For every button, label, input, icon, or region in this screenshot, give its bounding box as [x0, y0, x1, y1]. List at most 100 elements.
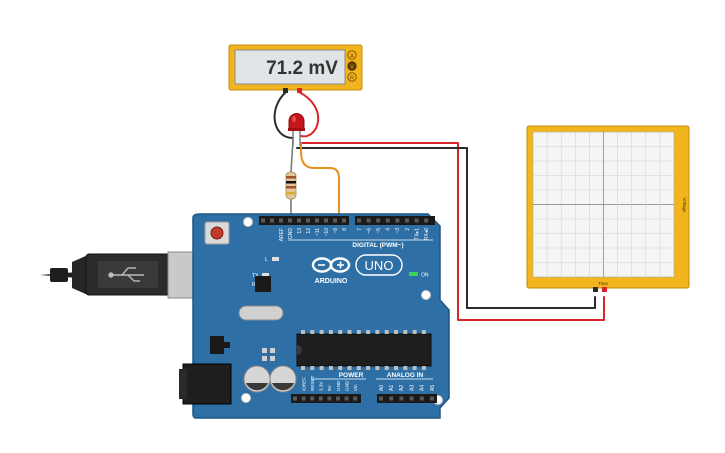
dc-power-jack[interactable] [179, 363, 232, 405]
power-pin-label: RESET [310, 375, 315, 391]
digital-pin-hole[interactable] [342, 218, 346, 223]
digital-pin-hole[interactable] [357, 218, 361, 223]
uno-model-text: UNO [365, 258, 394, 273]
wire-meter-red[interactable] [298, 91, 319, 138]
power-header-label: POWER [339, 372, 364, 379]
digital-pin-hole[interactable] [333, 218, 337, 223]
wire-meter-black[interactable] [273, 91, 294, 139]
power-pin-hole[interactable] [327, 396, 332, 401]
oscilloscope[interactable]: Time Voltage [526, 125, 690, 292]
usb-icon [108, 267, 144, 282]
oscilloscope-grid [533, 132, 674, 277]
power-pin-hole[interactable] [353, 396, 358, 401]
analog-pin-label: A5 [430, 385, 436, 391]
digital-pin-label: RX◂0 [424, 228, 430, 240]
digital-pin-hole[interactable] [376, 218, 381, 223]
usb-cable[interactable] [40, 251, 209, 299]
mode-r-button[interactable] [347, 72, 357, 82]
analog-pin-header[interactable] [377, 394, 437, 403]
digital-pin-hole[interactable] [414, 218, 419, 223]
digital-pin-hole[interactable] [288, 218, 292, 223]
analog-header-label: ANALOG IN [387, 372, 424, 379]
digital-pin-hole[interactable] [395, 218, 400, 223]
analog-pin-hole[interactable] [430, 396, 434, 401]
digital-pin-hole[interactable] [279, 218, 283, 223]
digital-pin-label: TX▸1 [414, 228, 420, 240]
digital-pin-label: 13 [297, 228, 303, 234]
analog-pin-label: A1 [389, 385, 395, 391]
digital-pin-label: ~11 [315, 228, 321, 236]
mode-v-button[interactable] [347, 61, 357, 71]
power-pin-hole[interactable] [293, 396, 297, 401]
digital-pin-label: ~6 [366, 228, 372, 234]
scope-positive-terminal[interactable] [602, 287, 607, 292]
multimeter[interactable]: 71.2 mV A V R [228, 44, 363, 93]
digital-pin-label: GND [288, 228, 294, 240]
digital-pin-label: 4 [386, 228, 392, 231]
digital-pin-hole[interactable] [324, 218, 328, 223]
power-pin-label: GND [344, 380, 349, 391]
analog-pin-label: A4 [420, 385, 426, 391]
power-pin-hole[interactable] [301, 396, 306, 401]
digital-pin-label: ~9 [333, 228, 339, 234]
power-pin-hole[interactable] [344, 396, 349, 401]
multimeter-v-jack[interactable] [297, 88, 302, 93]
power-pin-header[interactable] [291, 394, 361, 403]
scope-x-label: Time [598, 281, 608, 286]
analog-pin-hole[interactable] [389, 396, 394, 401]
analog-pin-hole[interactable] [379, 396, 383, 401]
power-pin-hole[interactable] [336, 396, 340, 401]
power-pin-label: 3.3V [319, 381, 324, 391]
digital-pin-hole[interactable] [405, 218, 409, 223]
digital-pin-label: ~3 [395, 228, 401, 234]
digital-pin-hole[interactable] [297, 218, 301, 223]
scope-negative-terminal[interactable] [593, 287, 598, 292]
arduino-logo: ARDUINO [311, 257, 351, 285]
wire-led-to-scope-red[interactable] [300, 142, 605, 321]
digital-pin-hole[interactable] [385, 218, 390, 223]
analog-pin-label: A2 [399, 385, 405, 391]
wire-led-to-scope-black[interactable] [296, 147, 596, 309]
led-on-label: ON [421, 273, 429, 279]
capacitors [243, 365, 297, 393]
mode-r-label: R [350, 75, 354, 81]
digital-pin-header[interactable] [259, 216, 435, 225]
red-led[interactable] [288, 113, 305, 146]
digital-pin-label: 8 [342, 228, 348, 231]
digital-pin-label: 12 [306, 228, 312, 234]
led-l-label: L [265, 257, 268, 263]
wire-led-to-pin9[interactable] [300, 142, 340, 222]
usb-chip [255, 276, 271, 292]
mode-a-button[interactable] [347, 50, 357, 60]
digital-pin-hole[interactable] [270, 218, 274, 223]
digital-pin-hole[interactable] [261, 218, 265, 223]
crystal-oscillator [238, 305, 284, 321]
power-pin-label: 5V [327, 384, 332, 391]
digital-pin-hole[interactable] [424, 218, 429, 223]
analog-pin-hole[interactable] [399, 396, 404, 401]
analog-pin-labels: A0 A1 A2 A3 A4 A5 [379, 385, 436, 391]
power-pin-label: GND [336, 380, 341, 391]
multimeter-mode-buttons[interactable]: A V R [347, 50, 357, 82]
resistor[interactable] [285, 171, 297, 200]
digital-pin-hole[interactable] [366, 218, 371, 223]
analog-pin-label: A3 [409, 385, 415, 391]
multimeter-display [234, 49, 346, 85]
analog-pin-label: A0 [379, 385, 385, 391]
power-pin-hole[interactable] [310, 396, 315, 401]
digital-pin-hole[interactable] [306, 218, 310, 223]
power-on-led [409, 272, 418, 276]
digital-pin-hole[interactable] [315, 218, 319, 223]
digital-pin-label: ~5 [376, 228, 382, 234]
power-pin-hole[interactable] [318, 396, 323, 401]
analog-pin-hole[interactable] [409, 396, 414, 401]
analog-pin-hole[interactable] [419, 396, 424, 401]
reset-button[interactable] [204, 221, 230, 245]
multimeter-com-jack[interactable] [283, 88, 288, 93]
digital-header-label: DIGITAL (PWM~) [352, 242, 403, 249]
digital-pin-label: ~10 [324, 228, 330, 237]
